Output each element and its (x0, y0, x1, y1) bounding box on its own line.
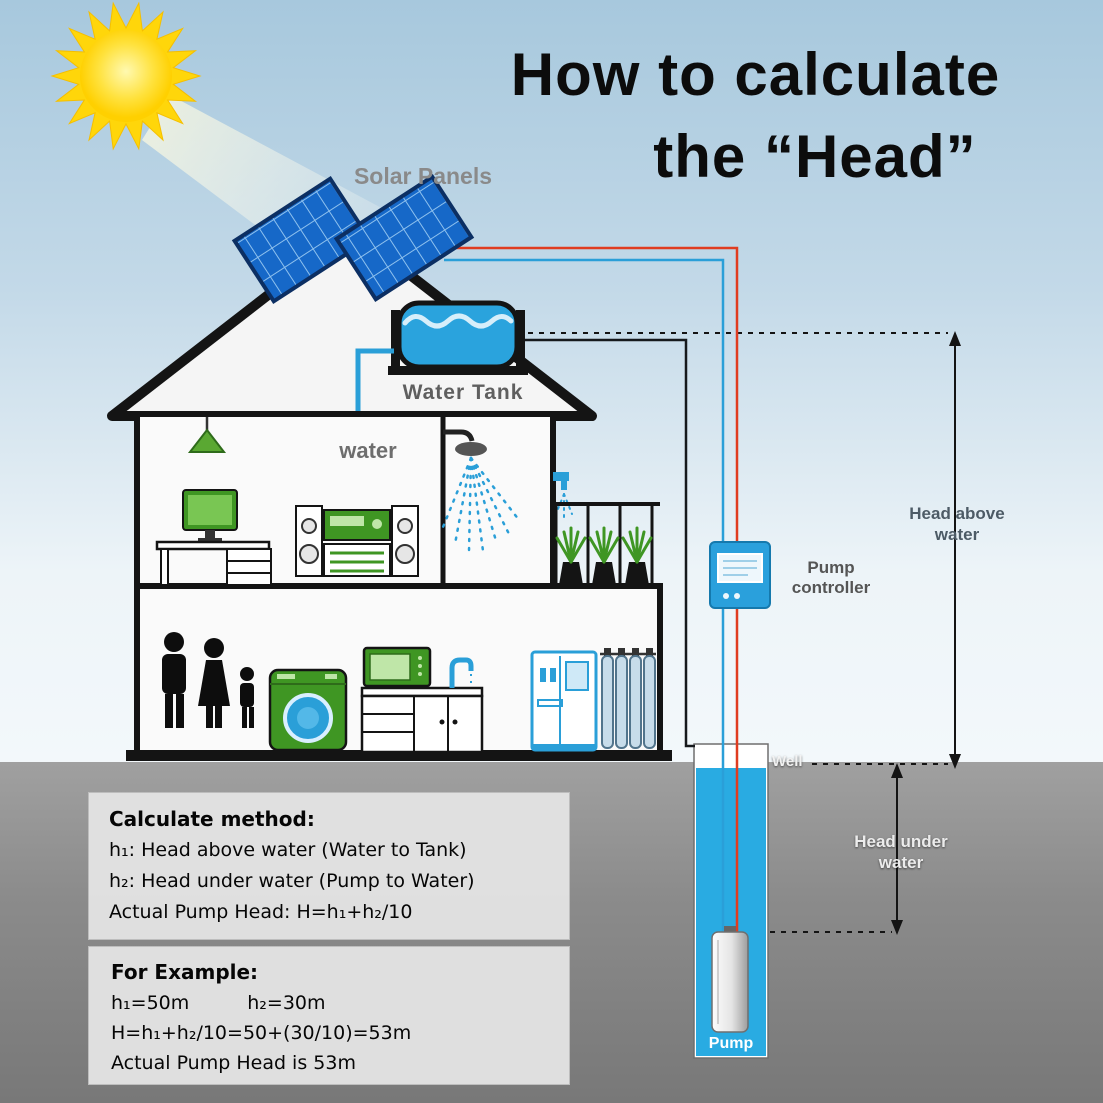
method-line-formula: Actual Pump Head: H=h₁+h₂/10 (109, 901, 413, 923)
family-silhouettes (162, 632, 254, 728)
water-tank (388, 300, 528, 375)
water-label: water (339, 438, 397, 463)
submersible-pump-icon (711, 926, 749, 1033)
head-above-dimension-arrow (949, 331, 961, 769)
method-line-h2: h₂: Head under water (Pump to Water) (109, 870, 475, 892)
water-tank-label: Water Tank (402, 381, 524, 404)
head-under-water-label: Head under water (854, 832, 948, 872)
solar-panel-left (231, 175, 373, 305)
example-h2-value: h₂=30m (247, 992, 326, 1014)
solar-panel-right (333, 173, 475, 303)
outdoor-faucet-icon (553, 472, 573, 518)
page-title-line1: How to calculate (510, 41, 1001, 108)
example-values: h₁=50m h₂=30m (111, 988, 569, 1018)
page-title-line2: the “Head” (653, 123, 977, 190)
well-label: Well (772, 753, 803, 770)
potted-plants-icon (555, 526, 653, 585)
plant-shelf (553, 502, 660, 586)
washing-machine-icon (268, 668, 348, 752)
example-box: For Example: h₁=50m h₂=30m H=h₁+h₂/10=50+… (88, 946, 570, 1085)
example-formula: H=h₁+h₂/10=50+(30/10)=53m (111, 1022, 412, 1044)
solar-panels-label: Solar Panels (353, 163, 493, 189)
example-title: For Example: (111, 960, 259, 984)
stereo-system-icon (295, 505, 419, 577)
water-purifier-icon (530, 650, 598, 752)
pump-controller-icon (709, 541, 771, 609)
well (693, 743, 769, 1059)
shower-icon (439, 429, 521, 553)
calculate-method-box: Calculate method: h₁: Head above water (… (88, 792, 570, 940)
wire-red (432, 246, 739, 542)
head-under-dimension-arrow (891, 763, 903, 935)
method-title: Calculate method: (109, 807, 315, 831)
wire-blue (444, 258, 725, 542)
method-line-h1: h₁: Head above water (Water to Tank) (109, 839, 467, 861)
water-cylinders-icon (600, 648, 656, 749)
example-result: Actual Pump Head is 53m (111, 1052, 356, 1074)
computer-desk-icon (155, 489, 272, 586)
pump-controller-label: Pump controller (791, 558, 871, 597)
water-pipe (521, 338, 695, 748)
sun-icon (50, 1, 202, 151)
pump-label: Pump (708, 1035, 754, 1052)
ceiling-lamp-icon (187, 417, 227, 453)
head-above-water-label: Head above water (909, 504, 1005, 544)
example-h1-value: h₁=50m (111, 992, 190, 1014)
kitchen-counter-icon (360, 646, 484, 754)
